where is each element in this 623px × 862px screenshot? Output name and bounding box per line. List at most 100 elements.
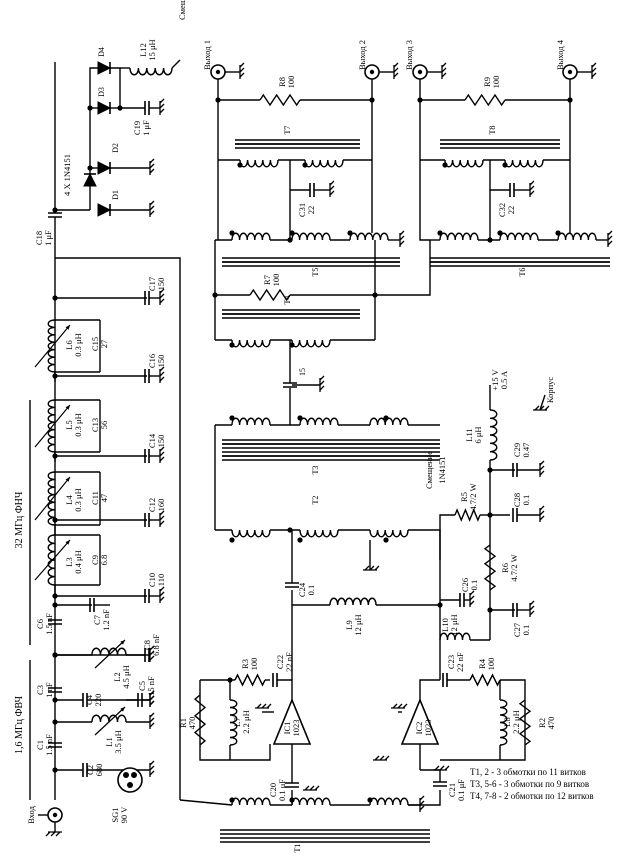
winding-note: T1, 2 - 3 обмотки по 11 витков: [470, 767, 586, 777]
output-jack-4: [562, 64, 578, 80]
inductor: [499, 232, 539, 241]
wire: [179, 799, 233, 806]
capacitor-C21: [433, 781, 447, 787]
svg-text:0.1 μF: 0.1 μF: [277, 779, 287, 801]
junction-dot: [437, 230, 443, 236]
inductor-L3: [47, 534, 56, 586]
svg-text:C21: C21: [447, 783, 457, 797]
svg-text:1.2 nF: 1.2 nF: [101, 609, 111, 631]
junction-dot: [87, 105, 93, 111]
svg-text:90 V: 90 V: [119, 806, 129, 823]
svg-text:100: 100: [491, 76, 501, 89]
part-label: T1: [293, 844, 302, 853]
capacitor-C6: [48, 619, 62, 625]
ground-icon: [391, 703, 408, 709]
svg-text:+15 V: +15 V: [490, 368, 500, 390]
input-jack: [47, 807, 63, 823]
inductor: [299, 529, 339, 538]
inductor: [444, 159, 484, 168]
wire: [408, 529, 441, 560]
svg-text:4.7/2 W: 4.7/2 W: [509, 554, 519, 581]
svg-text:IC1: IC1: [282, 722, 292, 735]
svg-text:C31: C31: [297, 203, 307, 217]
inductor: [231, 232, 271, 241]
part-label: T4: [283, 296, 292, 305]
tuning-arrow-icon: [34, 539, 71, 581]
ground-icon: [303, 785, 320, 791]
junction-dot: [52, 593, 58, 599]
ground-icon: [149, 645, 155, 662]
band-label-lpf: 32 МГц ФНЧ: [14, 491, 25, 548]
svg-text:6.8: 6.8: [99, 555, 109, 566]
wire: [277, 679, 293, 700]
svg-text:C14: C14: [147, 433, 157, 448]
svg-text:47: 47: [99, 494, 109, 503]
svg-text:C26: C26: [460, 578, 470, 592]
winding-note: T4, 7-8 - 2 обмотки по 12 витков: [470, 791, 594, 801]
svg-text:L11: L11: [464, 428, 474, 441]
diode: [83, 172, 97, 187]
inductor-L4: [47, 471, 56, 526]
svg-text:C1: C1: [35, 740, 45, 750]
junction-dot: [297, 415, 303, 421]
svg-text:1.5 nF: 1.5 nF: [44, 734, 54, 756]
part-label: 4 X 1N4151: [62, 154, 72, 196]
svg-text:3.5 μH: 3.5 μH: [113, 730, 123, 753]
wire: [419, 160, 430, 241]
inductor-L10: [439, 632, 471, 641]
svg-text:1 μF: 1 μF: [141, 120, 151, 136]
svg-text:C5: C5: [137, 681, 147, 691]
svg-text:110: 110: [156, 574, 166, 586]
ground-icon: [149, 760, 155, 777]
svg-text:0.5 A: 0.5 A: [499, 370, 509, 389]
tuning-arrow-icon: [120, 640, 125, 645]
inductor-L5: [47, 399, 56, 453]
ground-icon: [149, 158, 155, 175]
svg-text:0.1: 0.1: [469, 580, 479, 591]
svg-text:C24: C24: [297, 582, 307, 597]
svg-text:L3: L3: [64, 557, 74, 566]
capacitor-C4: [82, 693, 88, 707]
svg-text:100: 100: [486, 658, 496, 671]
ground-icon: [159, 98, 165, 115]
part-label: D4: [97, 47, 106, 57]
inductor: [557, 232, 597, 241]
junction-dot: [52, 295, 58, 301]
svg-text:C9: C9: [90, 555, 100, 565]
junction-dot: [487, 467, 493, 473]
junction-dot: [367, 797, 373, 803]
resistor-R7: [249, 288, 291, 302]
svg-text:0.1 μF: 0.1 μF: [456, 779, 466, 801]
svg-text:R3: R3: [240, 659, 250, 669]
svg-text:4 X 1N4151: 4 X 1N4151: [62, 154, 72, 196]
svg-text:470: 470: [546, 717, 556, 730]
diode-D1: [97, 203, 112, 217]
svg-text:680: 680: [94, 764, 104, 777]
junction-dot: [215, 97, 221, 103]
output-jack-2: [364, 64, 380, 80]
svg-text:100: 100: [271, 274, 281, 287]
tuning-arrow-icon: [34, 324, 71, 368]
resistor-R2: [518, 699, 532, 746]
svg-text:56: 56: [99, 421, 109, 430]
svg-text:C13: C13: [90, 418, 100, 432]
ground-icon: [363, 565, 380, 571]
svg-text:22 nF: 22 nF: [455, 652, 465, 672]
svg-text:6.8 nF: 6.8 nF: [151, 634, 161, 656]
ground-icon: [419, 795, 425, 812]
junction-dot: [52, 207, 58, 213]
part-label: 15: [298, 368, 307, 376]
junction-dot: [487, 237, 493, 243]
svg-text:22: 22: [506, 206, 516, 215]
